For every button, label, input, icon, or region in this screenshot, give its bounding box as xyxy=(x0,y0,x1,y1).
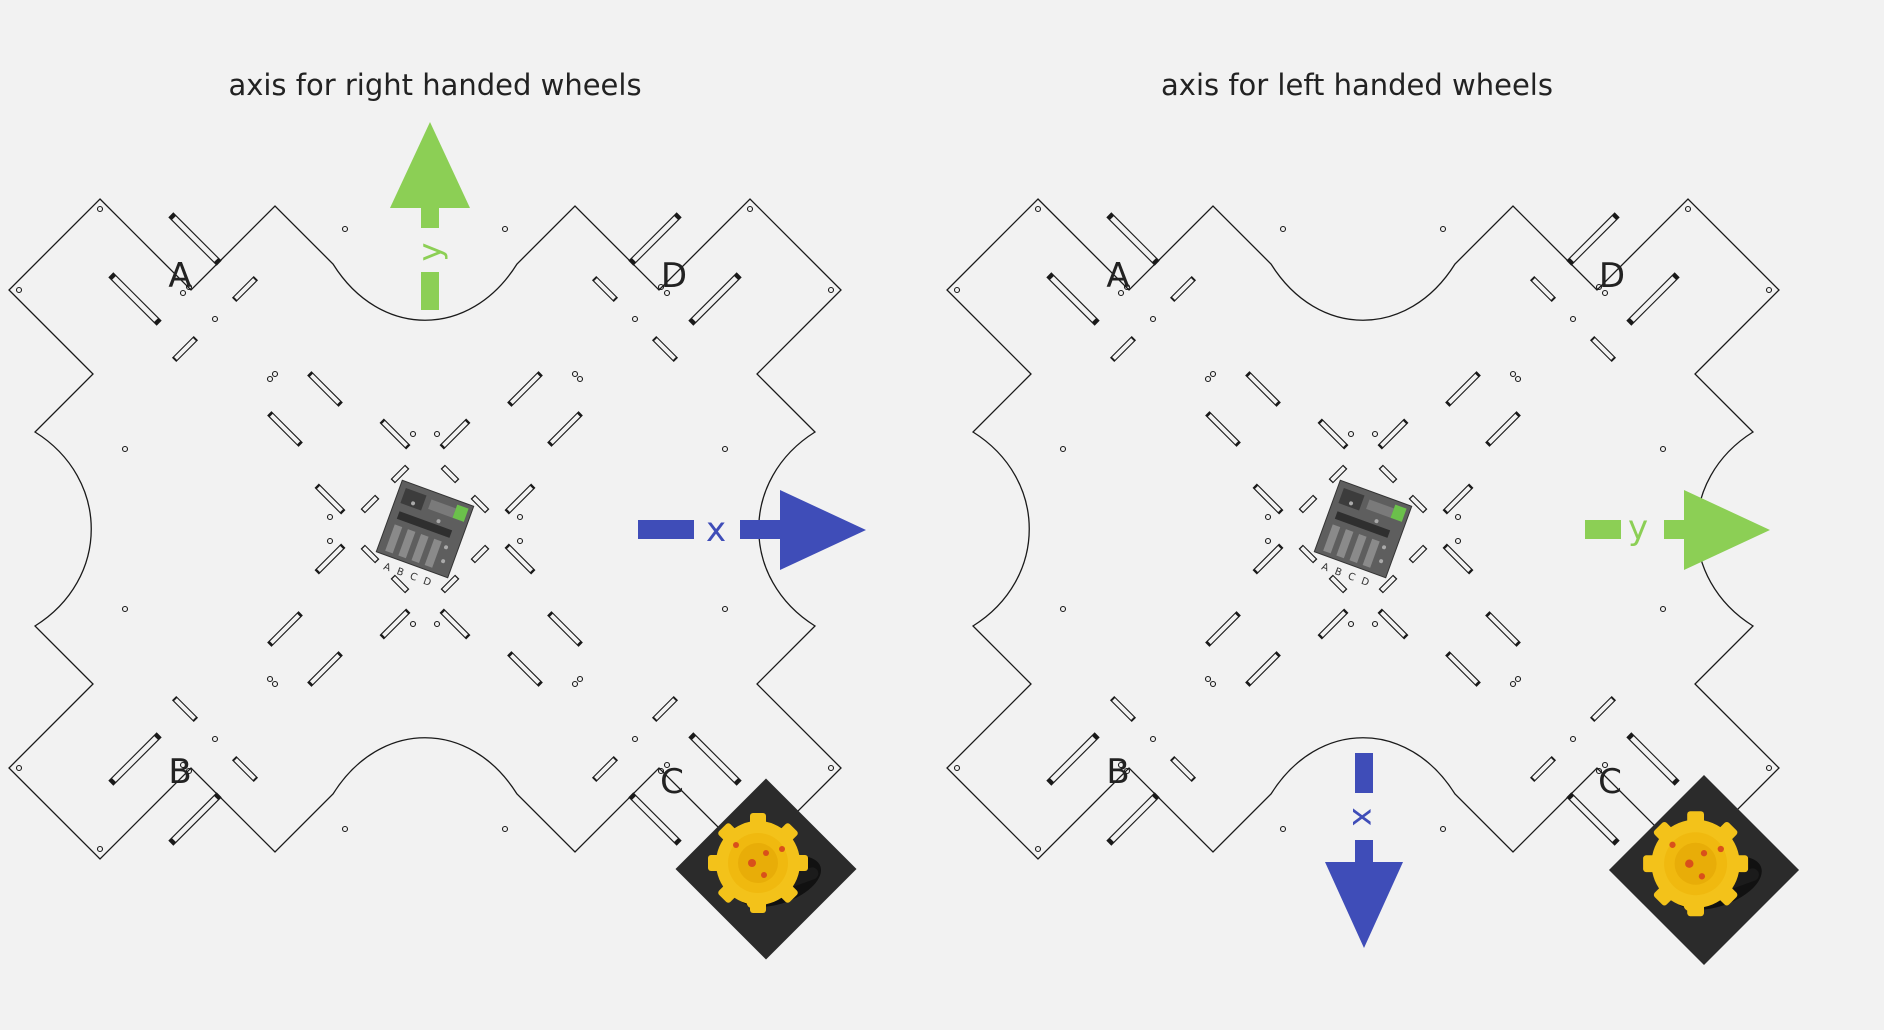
axis-right-label: x xyxy=(706,510,726,550)
corner-label-b: B xyxy=(1106,752,1129,792)
controller-board-icon: A B C D xyxy=(1313,479,1413,590)
corner-label-a: A xyxy=(1106,256,1129,296)
axis-vertical-label: y xyxy=(411,243,449,262)
axis-right-arrow: x xyxy=(638,490,866,570)
mecanum-wheel-icon xyxy=(1608,774,1800,966)
corner-label-c: C xyxy=(660,762,684,802)
corner-label-c: C xyxy=(1598,762,1622,802)
controller-board-icon: A B C D xyxy=(375,479,475,590)
axis-vertical-arrow: y xyxy=(390,122,470,310)
panel-title: axis for left handed wheels xyxy=(1161,68,1553,102)
panel-title: axis for right handed wheels xyxy=(228,68,641,102)
panel-left-handed: axis for left handed wheels A B C D A D … xyxy=(946,68,1800,966)
axis-vertical-label: x xyxy=(1345,808,1383,827)
corner-label-d: D xyxy=(1599,256,1625,296)
mecanum-wheel-icon xyxy=(675,778,857,960)
corner-label-a: A xyxy=(168,256,191,296)
corner-label-d: D xyxy=(661,256,687,296)
axis-right-arrow: y xyxy=(1585,490,1770,570)
axis-vertical-arrow: x xyxy=(1325,753,1403,948)
axis-right-label: y xyxy=(1628,508,1648,548)
panel-right-handed: axis for right handed wheels A B C D A D… xyxy=(8,68,866,960)
corner-label-b: B xyxy=(168,752,191,792)
